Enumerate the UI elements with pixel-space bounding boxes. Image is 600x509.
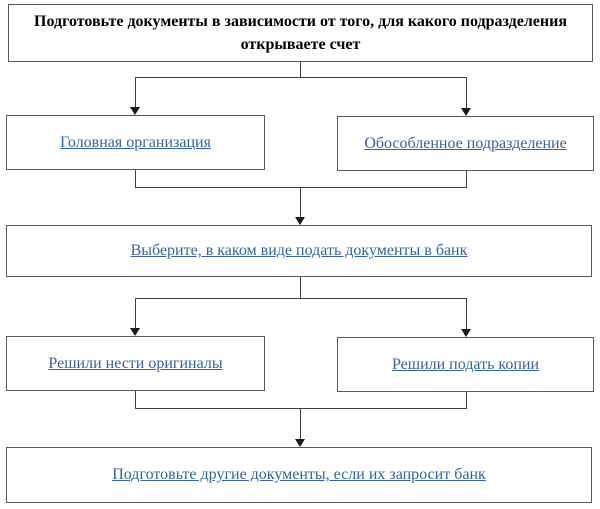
arrow-down-icon bbox=[461, 108, 471, 116]
node-choose-format: Выберите, в каком виде подать документы … bbox=[6, 225, 592, 277]
connector-line bbox=[135, 77, 136, 108]
connector-line bbox=[300, 187, 301, 217]
arrow-down-icon bbox=[295, 439, 305, 447]
node-prepare-documents: Подготовьте документы в зависимости от т… bbox=[8, 4, 593, 62]
node-bring-originals: Решили нести оригиналы bbox=[6, 336, 265, 391]
link-choose-format[interactable]: Выберите, в каком виде подать документы … bbox=[130, 242, 468, 259]
connector-line bbox=[466, 77, 467, 109]
connector-line bbox=[466, 392, 467, 408]
node-head-organization: Головная организация bbox=[6, 115, 265, 170]
connector-line bbox=[135, 170, 136, 187]
node-submit-copies: Решили подать копии bbox=[337, 337, 594, 392]
link-head-organization[interactable]: Головная организация bbox=[60, 133, 211, 151]
arrow-down-icon bbox=[295, 217, 305, 225]
node-separate-division: Обособленное подразделение bbox=[337, 116, 594, 171]
connector-line bbox=[466, 298, 467, 329]
arrow-down-icon bbox=[130, 107, 140, 115]
link-bring-originals[interactable]: Решили нести оригиналы bbox=[48, 354, 223, 372]
connector-line bbox=[466, 171, 467, 187]
connector-line bbox=[135, 77, 467, 78]
link-submit-copies[interactable]: Решили подать копии bbox=[391, 355, 540, 373]
connector-line bbox=[300, 62, 301, 77]
arrow-down-icon bbox=[130, 328, 140, 336]
connector-line bbox=[135, 408, 467, 409]
node-prepare-documents-text: Подготовьте документы в зависимости от т… bbox=[34, 13, 567, 53]
connector-line bbox=[135, 187, 467, 188]
connector-line bbox=[300, 277, 301, 298]
connector-line bbox=[135, 391, 136, 408]
node-other-documents: Подготовьте другие документы, если их за… bbox=[6, 447, 592, 503]
connector-line bbox=[135, 298, 467, 299]
arrow-down-icon bbox=[461, 329, 471, 337]
connector-line bbox=[300, 408, 301, 439]
link-separate-division[interactable]: Обособленное подразделение bbox=[364, 134, 567, 152]
link-other-documents[interactable]: Подготовьте другие документы, если их за… bbox=[112, 466, 486, 483]
connector-line bbox=[135, 298, 136, 328]
